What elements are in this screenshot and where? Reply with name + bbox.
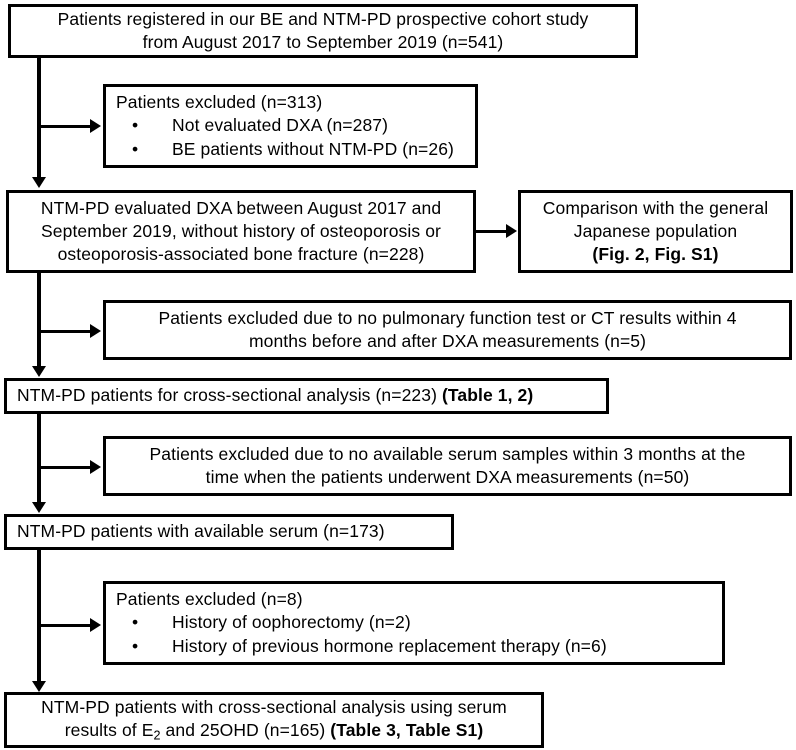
node-evaluated-line1: NTM-PD evaluated DXA between August 2017… [40, 197, 442, 218]
node-evaluated-line3: osteoporosis-associated bone fracture (n… [57, 244, 425, 265]
node-comparison-line2: Japanese population [573, 220, 738, 241]
list-item-label: History of previous hormone replacement … [172, 635, 607, 656]
node-crosssectional-analysis: NTM-PD patients for cross-sectional anal… [4, 378, 609, 414]
final-subscript: 2 [153, 728, 161, 743]
list-item: • Not evaluated DXA (n=287) [116, 114, 485, 137]
final-line2-middle: and 25OHD (n=165) [160, 719, 331, 740]
excluded-4-header: Patients excluded (n=8) [116, 589, 303, 610]
excluded-4-bullet-list: • History of oophorectomy (n=2) • Histor… [116, 611, 732, 657]
excluded-2-line1: Patients excluded due to no pulmonary fu… [158, 307, 737, 328]
node-evaluated-dxa: NTM-PD evaluated DXA between August 2017… [6, 190, 476, 273]
final-line1: NTM-PD patients with cross-sectional ana… [41, 696, 507, 717]
arrowhead-excluded3 [90, 460, 101, 474]
bullet-icon: • [132, 612, 139, 633]
arrowhead-excluded4 [90, 618, 101, 632]
connector-registered-to-evaluated [37, 58, 41, 180]
node-excluded-1: Patients excluded (n=313) • Not evaluate… [103, 84, 478, 168]
connector-branch-excluded4 [39, 624, 91, 627]
excluded-1-header: Patients excluded (n=313) [116, 92, 323, 113]
connector-evaluated-to-crosssectional [37, 273, 41, 370]
available-serum-text: NTM-PD patients with available serum (n=… [17, 521, 385, 542]
excluded-2-line2: months before and after DXA measurements… [248, 331, 647, 351]
excluded-3-line1: Patients excluded due to no available se… [149, 443, 746, 464]
connector-serum-to-final [37, 550, 41, 684]
node-excluded-2: Patients excluded due to no pulmonary fu… [103, 300, 792, 360]
arrowhead-to-crosssectional [32, 366, 46, 377]
node-registered-line1: Patients registered in our BE and NTM-PD… [57, 8, 589, 29]
connector-branch-excluded1 [39, 125, 91, 128]
crosssectional-table-ref: (Table 1, 2) [441, 385, 534, 406]
list-item: • History of oophorectomy (n=2) [116, 611, 732, 634]
node-final-cohort: NTM-PD patients with cross-sectional ana… [4, 692, 544, 748]
list-item: • BE patients without NTM-PD (n=26) [116, 138, 485, 161]
connector-evaluated-to-comparison [476, 230, 511, 233]
final-line2: results of E2 and 25OHD (n=165) (Table 3… [7, 719, 541, 744]
bullet-icon: • [132, 635, 139, 656]
node-comparison-general-population: Comparison with the general Japanese pop… [518, 190, 793, 273]
connector-branch-excluded3 [39, 466, 91, 469]
final-line2-prefix: results of E [64, 719, 154, 740]
excluded-3-line2: time when the patients underwent DXA mea… [205, 467, 690, 487]
node-registered-line2: from August 2017 to September 2019 (n=54… [142, 32, 504, 52]
node-excluded-3: Patients excluded due to no available se… [103, 436, 792, 496]
final-table-ref: (Table 3, Table S1) [330, 719, 484, 740]
bullet-icon: • [132, 138, 139, 159]
list-item-label: BE patients without NTM-PD (n=26) [172, 138, 454, 159]
node-excluded-4: Patients excluded (n=8) • History of oop… [103, 581, 725, 665]
bullet-icon: • [132, 115, 139, 136]
arrowhead-to-evaluated [32, 177, 46, 188]
node-comparison-figure-ref: (Fig. 2, Fig. S1) [592, 244, 719, 265]
node-available-serum: NTM-PD patients with available serum (n=… [4, 514, 454, 550]
arrowhead-to-serum [32, 502, 46, 513]
arrowhead-comparison [506, 224, 517, 238]
list-item-label: Not evaluated DXA (n=287) [172, 115, 389, 136]
arrowhead-excluded1 [90, 119, 101, 133]
arrowhead-excluded2 [90, 324, 101, 338]
arrowhead-to-final [32, 681, 46, 692]
crosssectional-text: NTM-PD patients for cross-sectional anal… [17, 385, 442, 406]
list-item: • History of previous hormone replacemen… [116, 635, 732, 658]
excluded-1-bullet-list: • Not evaluated DXA (n=287) • BE patient… [116, 114, 485, 160]
node-registered: Patients registered in our BE and NTM-PD… [8, 4, 638, 58]
connector-crosssectional-to-serum [37, 414, 41, 506]
connector-branch-excluded2 [39, 330, 91, 333]
list-item-label: History of oophorectomy (n=2) [172, 612, 411, 633]
node-evaluated-line2: September 2019, without history of osteo… [41, 220, 441, 241]
node-comparison-line1: Comparison with the general [542, 197, 769, 218]
